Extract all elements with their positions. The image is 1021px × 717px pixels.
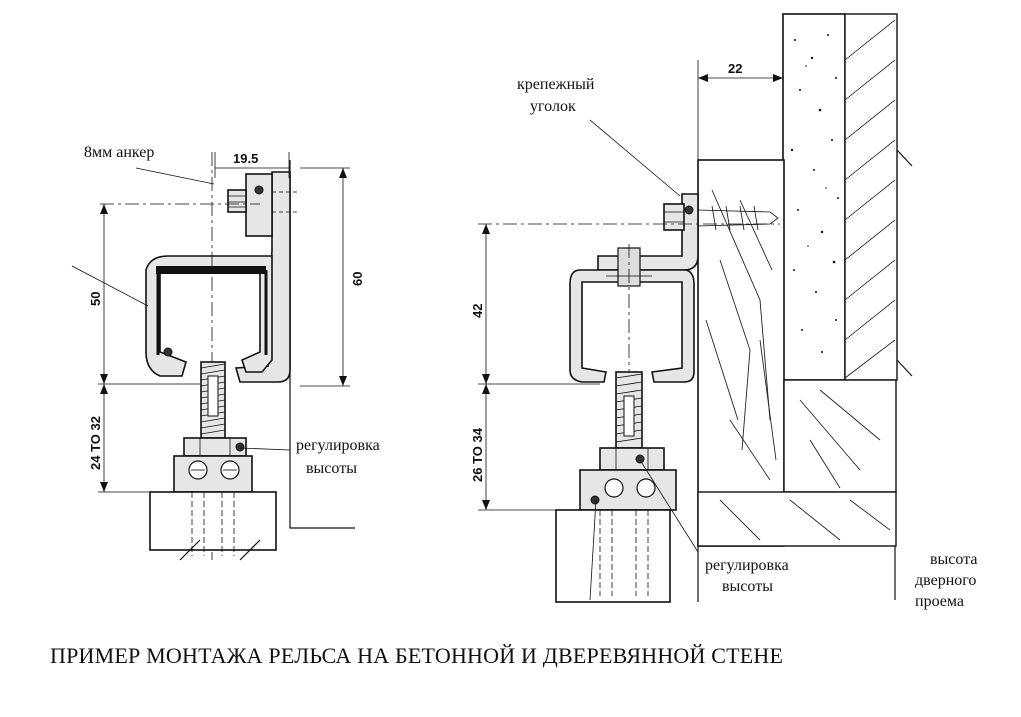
right-opening-label-line3: проема	[915, 593, 964, 610]
left-bracket-plate	[234, 171, 291, 383]
right-wood-frame	[697, 159, 785, 547]
left-anchor-leader	[135, 167, 215, 185]
left-anchor-head	[227, 189, 247, 213]
right-nut	[599, 447, 665, 471]
right-adjust-leader	[639, 459, 699, 553]
right-opening-label-line2: дверного	[915, 572, 976, 589]
figure-caption: ПРИМЕР МОНТАЖА РЕЛЬСА НА БЕТОННОЙ И ДВЕР…	[50, 643, 784, 668]
right-wood-wall	[844, 13, 898, 381]
left-adjust-leader	[239, 447, 291, 451]
right-adjust-label-line2: высоты	[722, 578, 773, 595]
left-rail-inner-top	[156, 266, 266, 274]
right-dim-adjust-range: 26 TO 34	[470, 427, 485, 482]
right-wood-block	[783, 379, 897, 493]
right-bracket-label-line2: уголок	[530, 98, 576, 115]
left-door-panel	[149, 491, 277, 551]
left-dim-offset: 19.5	[233, 151, 258, 166]
right-rail-assembly	[478, 13, 913, 603]
right-door-panel	[555, 509, 671, 603]
right-plaster-wall	[782, 13, 846, 381]
right-opening-label-line1: высота	[930, 551, 977, 568]
left-adjust-label-line2: высоты	[306, 460, 357, 477]
left-hanger-plate	[173, 455, 253, 493]
right-adjust-label-line1: регулировка	[705, 557, 789, 574]
left-dim-rail-height: 50	[88, 292, 103, 306]
left-rail-assembly	[71, 152, 355, 561]
right-angle-bracket	[597, 193, 699, 271]
right-screw-head	[663, 203, 685, 231]
left-dim-adjust-range: 24 TO 32	[88, 416, 103, 470]
left-anchor-dot	[254, 185, 264, 195]
right-wood-sill	[697, 491, 897, 547]
left-dim-total-height: 60	[350, 272, 365, 286]
right-rail-profile	[569, 269, 695, 383]
right-wood-screw	[697, 209, 779, 227]
right-dim-rail-height: 42	[470, 304, 485, 318]
right-dim-offset: 22	[728, 61, 742, 76]
right-bracket-leader	[589, 119, 681, 197]
left-anchor-label: 8мм анкер	[84, 144, 154, 161]
left-anchor-block	[245, 173, 273, 237]
right-bracket-label-line1: крепежный	[517, 76, 595, 93]
left-adjust-label-line1: регулировка	[296, 437, 380, 454]
